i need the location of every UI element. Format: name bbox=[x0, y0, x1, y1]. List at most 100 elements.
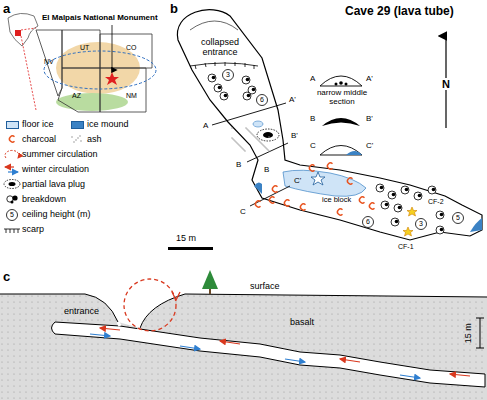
state-label: CO bbox=[126, 44, 137, 52]
breakdown-block bbox=[212, 76, 216, 80]
charcoal-mark bbox=[255, 201, 260, 207]
place-label: entrance bbox=[64, 306, 99, 316]
place-label: collapsed entrance bbox=[192, 37, 248, 58]
section-marker: B' bbox=[291, 131, 298, 140]
ash-dot bbox=[231, 127, 232, 128]
breakdown-block bbox=[376, 184, 384, 192]
ash-dot bbox=[244, 150, 245, 151]
section-marker: C bbox=[240, 207, 246, 216]
breakdown-block bbox=[247, 94, 251, 98]
place-label: surface bbox=[250, 281, 280, 291]
breakdown-block bbox=[414, 192, 422, 200]
section-marker: C' bbox=[366, 141, 373, 150]
legend-text: floor ice bbox=[22, 119, 54, 129]
charcoal-mark bbox=[369, 203, 374, 209]
ash-dot bbox=[263, 145, 264, 146]
charcoal-mark bbox=[359, 197, 364, 203]
charcoal-mark bbox=[327, 163, 332, 169]
breakdown-block bbox=[436, 211, 444, 219]
ash-dot bbox=[252, 134, 253, 135]
ash-dot bbox=[249, 131, 250, 132]
ash-dot bbox=[268, 136, 269, 137]
breakdown-block bbox=[243, 92, 251, 100]
ash-dot bbox=[268, 150, 269, 151]
breakdown-block bbox=[392, 193, 396, 197]
breakdown-block bbox=[224, 94, 228, 98]
ash-dot bbox=[233, 139, 234, 140]
ash-dot bbox=[255, 137, 256, 138]
section-marker: B' bbox=[366, 114, 373, 123]
ash-dot bbox=[254, 136, 255, 137]
ash-dot bbox=[267, 149, 268, 150]
ash-dot bbox=[260, 142, 261, 143]
ash-dot bbox=[232, 138, 233, 139]
breakdown-block bbox=[214, 84, 222, 92]
sample-label: CF-1 bbox=[398, 243, 414, 251]
section-marker: A bbox=[203, 121, 208, 130]
state-label: NM bbox=[126, 92, 137, 100]
breakdown-block bbox=[388, 191, 396, 199]
ash-dot bbox=[236, 142, 237, 143]
ash-dot bbox=[259, 141, 260, 142]
callout-number: 5 bbox=[456, 214, 460, 222]
ash-dot bbox=[251, 133, 252, 134]
ash-dot bbox=[248, 130, 249, 131]
panel-title: Cave 29 (lava tube) bbox=[345, 5, 454, 19]
breakdown-block bbox=[436, 226, 444, 234]
breakdown-block bbox=[395, 220, 399, 224]
north-label: N bbox=[441, 78, 451, 91]
legend-text: ice mound bbox=[87, 119, 129, 129]
breakdown-block bbox=[432, 188, 436, 192]
ash-dot bbox=[241, 147, 242, 148]
ash-dot bbox=[237, 143, 238, 144]
charcoal-mark bbox=[337, 209, 342, 215]
ash-dot bbox=[239, 145, 240, 146]
breakdown-block bbox=[401, 186, 409, 194]
section-marker: B bbox=[264, 165, 269, 174]
ash-dot bbox=[265, 147, 266, 148]
charcoal-mark bbox=[269, 197, 274, 203]
callout-number: 6 bbox=[260, 96, 264, 104]
legend-text: winter circulation bbox=[22, 164, 89, 174]
state-label: NV bbox=[44, 58, 54, 66]
charcoal-mark bbox=[309, 165, 314, 171]
sample-label: CF-2 bbox=[427, 198, 445, 206]
legend-text: charcoal bbox=[22, 134, 56, 144]
legend-swatch bbox=[6, 121, 19, 129]
callout-number: 3 bbox=[226, 71, 230, 79]
ash-dot bbox=[243, 149, 244, 150]
ash-dot bbox=[234, 140, 235, 141]
section-marker: A' bbox=[289, 95, 296, 104]
section-marker: B bbox=[310, 114, 315, 123]
section-marker: B bbox=[236, 160, 241, 169]
map-label: El Malpais National Monument bbox=[42, 13, 158, 22]
breakdown-block bbox=[405, 188, 409, 192]
state-label: UT bbox=[80, 44, 89, 52]
ash-dot bbox=[256, 138, 257, 139]
breakdown-block bbox=[440, 213, 444, 217]
charcoal-mark bbox=[300, 204, 305, 210]
ash-dot bbox=[257, 139, 258, 140]
section-caption: narrow middle section bbox=[310, 88, 374, 106]
breakdown-block bbox=[381, 201, 389, 209]
legend-text: breakdown bbox=[22, 194, 66, 204]
breakdown-block bbox=[242, 76, 250, 84]
ash-dot bbox=[261, 143, 262, 144]
panel-letter: a bbox=[3, 2, 10, 17]
breakdown-block bbox=[208, 74, 216, 82]
scale-label: 15 m bbox=[463, 323, 473, 343]
section-marker: C' bbox=[294, 176, 301, 185]
ash-dot bbox=[266, 148, 267, 149]
breakdown-block bbox=[398, 206, 402, 210]
ash-dot bbox=[262, 144, 263, 145]
feature-label: ice block bbox=[322, 196, 351, 205]
ash-dot bbox=[247, 129, 248, 130]
panel-letter: b bbox=[170, 2, 178, 17]
material-label: basalt bbox=[290, 317, 314, 327]
scale-label: 15 m bbox=[176, 233, 196, 243]
panel-letter: c bbox=[3, 270, 10, 285]
charcoal-mark bbox=[347, 178, 352, 184]
ash-dot bbox=[242, 148, 243, 149]
